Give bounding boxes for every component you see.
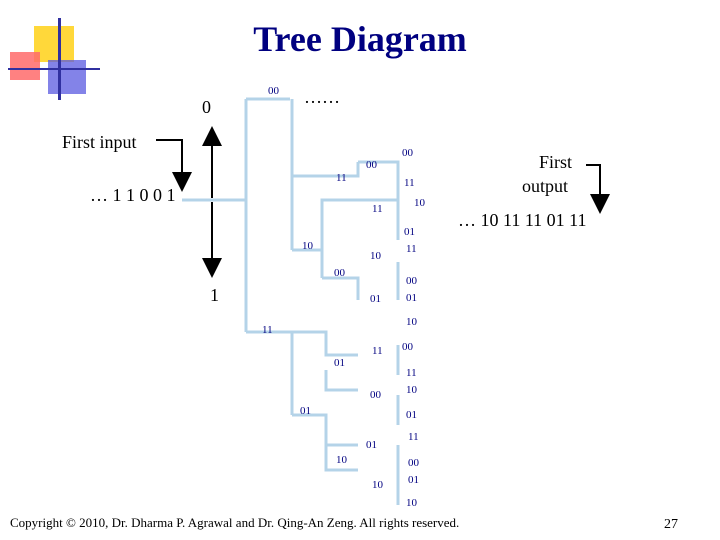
tree-l2-a bbox=[292, 162, 360, 178]
tree-l3-a bbox=[358, 160, 400, 200]
node-l3-11-d: 11 bbox=[408, 431, 419, 443]
node-l2-10-b: 10 bbox=[370, 250, 381, 262]
node-l1-11-c: 11 bbox=[262, 324, 273, 336]
logo-blue-square bbox=[48, 60, 86, 94]
node-l3-10-a: 10 bbox=[414, 197, 425, 209]
top-ellipsis-label: …… bbox=[304, 87, 340, 107]
node-l1-11: 11 bbox=[336, 172, 347, 184]
node-l3-01-d: 01 bbox=[408, 474, 419, 486]
node-l1-01: 01 bbox=[300, 405, 311, 417]
logo-horizontal-line bbox=[8, 68, 100, 70]
tree-l2-f bbox=[324, 370, 358, 392]
input-sequence-label: … 1 1 0 0 1 bbox=[90, 185, 176, 205]
node-l1-10: 10 bbox=[302, 240, 313, 252]
first-input-arrow bbox=[156, 139, 192, 192]
bottom-one-label: 1 bbox=[210, 285, 219, 305]
page-number: 27 bbox=[664, 517, 678, 532]
first-output-arrow bbox=[586, 164, 610, 214]
node-root-up: 00 bbox=[268, 85, 279, 97]
logo-red-square bbox=[10, 52, 40, 80]
first-output-label-line2: output bbox=[522, 176, 569, 196]
slide-logo-decoration bbox=[8, 18, 100, 100]
node-l2-11-a: 11 bbox=[372, 203, 383, 215]
tree-l2-e bbox=[292, 330, 358, 357]
top-zero-label: 0 bbox=[202, 97, 211, 117]
tree-l2-b bbox=[292, 198, 358, 252]
node-l3-10-c: 10 bbox=[406, 384, 417, 396]
node-l3-00-b: 00 bbox=[406, 275, 417, 287]
node-l3-00-c: 00 bbox=[402, 341, 413, 353]
node-l3-01-c: 01 bbox=[406, 409, 417, 421]
first-output-label-line1: First bbox=[539, 152, 573, 172]
node-l3-11-a: 11 bbox=[404, 177, 415, 189]
node-l2-00-a: 00 bbox=[366, 159, 377, 171]
first-input-label: First input bbox=[62, 132, 137, 152]
logo-yellow-square bbox=[34, 26, 74, 62]
node-l3-10-b: 10 bbox=[406, 316, 417, 328]
node-l2-10-d: 10 bbox=[336, 454, 347, 466]
tree-l2-g bbox=[292, 413, 358, 447]
node-l2-00-c: 00 bbox=[370, 389, 381, 401]
node-l3-01-a: 01 bbox=[404, 226, 415, 238]
node-l3-00-a: 00 bbox=[402, 147, 413, 159]
output-sequence-label: … 10 11 11 01 11 bbox=[458, 210, 587, 230]
node-l2-10-e: 10 bbox=[372, 479, 383, 491]
tree-l2-h bbox=[324, 445, 358, 472]
copyright-footer: Copyright © 2010, Dr. Dharma P. Agrawal … bbox=[10, 515, 460, 530]
node-l2-01-c: 01 bbox=[334, 357, 345, 369]
node-l2-01-d: 01 bbox=[366, 439, 377, 451]
node-l3-11-b: 11 bbox=[406, 243, 417, 255]
node-l2-01-b: 01 bbox=[370, 293, 381, 305]
node-l3-11-c: 11 bbox=[406, 367, 417, 379]
tree-l2-d bbox=[322, 276, 360, 300]
node-l2-11-c: 11 bbox=[372, 345, 383, 357]
node-l3-10-d: 10 bbox=[406, 497, 417, 509]
node-l3-01-b: 01 bbox=[406, 292, 417, 304]
node-l3-00-d: 00 bbox=[408, 457, 419, 469]
node-l2-00-b: 00 bbox=[334, 267, 345, 279]
logo-vertical-line bbox=[58, 18, 61, 100]
slide-title: Tree Diagram bbox=[253, 19, 467, 59]
tree-l3-b bbox=[358, 198, 400, 240]
